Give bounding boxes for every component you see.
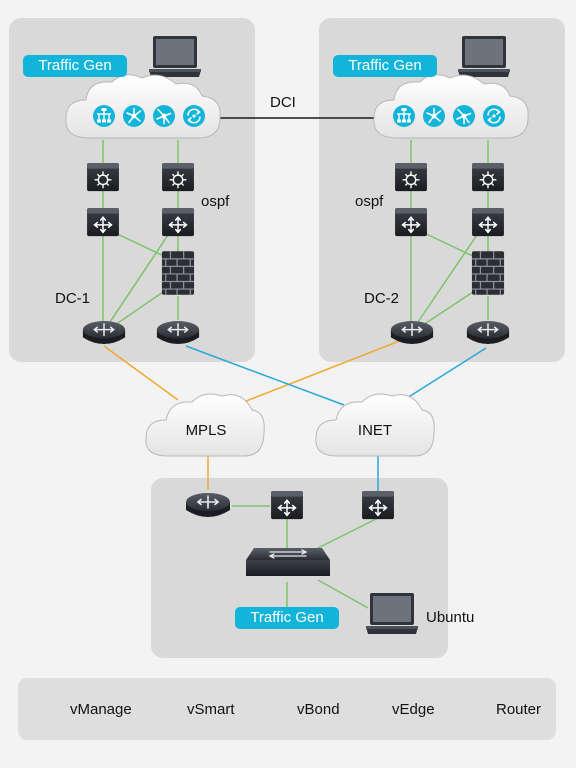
legend-vsmart-label: vSmart xyxy=(187,700,235,718)
legend-router-label: Router xyxy=(496,700,542,718)
legend-vedge-label: vEdge xyxy=(392,700,435,718)
inet-cloud xyxy=(315,393,435,457)
legend-vmanage: vManage xyxy=(64,678,132,740)
dc2-router-left xyxy=(390,320,434,345)
dc2-vmanage-icon xyxy=(392,104,416,128)
dci-label: DCI xyxy=(270,94,296,111)
dc2-controller-cloud xyxy=(373,74,529,139)
dc2-vsmart-icon xyxy=(422,104,446,128)
dc2-vsmart-icon-2 xyxy=(452,104,476,128)
dc1-device-top-right xyxy=(161,162,195,192)
dc1-lan-links xyxy=(102,140,179,326)
dc2-vedge-left xyxy=(394,207,428,237)
dc1-vedge-right xyxy=(161,207,195,237)
legend-vbond: vBond xyxy=(291,678,340,740)
legend-vbond-label: vBond xyxy=(297,700,340,718)
mpls-cloud xyxy=(145,393,265,457)
dc2-vedge-right xyxy=(471,207,505,237)
ubuntu-label: Ubuntu xyxy=(426,609,475,626)
mpls-links xyxy=(103,339,403,490)
dc2-lan-links xyxy=(410,140,489,326)
dc2-ospf-label: ospf xyxy=(355,193,384,210)
branch-ubuntu-laptop xyxy=(366,593,418,634)
dc2-vbond-icon xyxy=(482,104,506,128)
dc1-router-right xyxy=(156,320,200,345)
dc1-firewall xyxy=(161,250,195,296)
dc2-device-top-right xyxy=(471,162,505,192)
branch-router xyxy=(185,492,231,518)
dc1-router-left xyxy=(82,320,126,345)
dc2-firewall xyxy=(471,250,505,296)
legend-router: Router xyxy=(490,678,541,740)
legend-vmanage-label: vManage xyxy=(70,700,132,718)
dc2-traffic-gen-label: Traffic Gen xyxy=(333,55,437,77)
dc1-device-top-left xyxy=(86,162,120,192)
branch-switch xyxy=(246,547,330,577)
dc1-traffic-gen-laptop xyxy=(149,36,201,77)
branch-vedge-left xyxy=(270,490,304,520)
branch-vedge-right xyxy=(361,490,395,520)
dc1-label: DC-1 xyxy=(55,290,91,307)
branch-lan-links xyxy=(232,505,379,609)
dc1-vmanage-icon xyxy=(92,104,116,128)
dc2-device-top-left xyxy=(394,162,428,192)
mpls-label: MPLS xyxy=(185,422,227,439)
branch-traffic-gen-label: Traffic Gen xyxy=(235,607,339,629)
inet-label: INET xyxy=(357,422,393,439)
dc1-ospf-label: ospf xyxy=(201,193,230,210)
dc1-vsmart-icon-2 xyxy=(152,104,176,128)
dc2-router-right xyxy=(466,320,510,345)
inet-links xyxy=(185,345,487,492)
legend: vManage vSmart vBond vEdge Router xyxy=(18,678,556,740)
legend-vedge: vEdge xyxy=(386,678,435,740)
dc2-label: DC-2 xyxy=(364,290,400,307)
dc1-traffic-gen-label: Traffic Gen xyxy=(23,55,127,77)
dc1-vedge-left xyxy=(86,207,120,237)
legend-vsmart: vSmart xyxy=(181,678,235,740)
dc1-vbond-icon xyxy=(182,104,206,128)
dc1-vsmart-icon xyxy=(122,104,146,128)
dc2-traffic-gen-laptop xyxy=(458,36,510,77)
